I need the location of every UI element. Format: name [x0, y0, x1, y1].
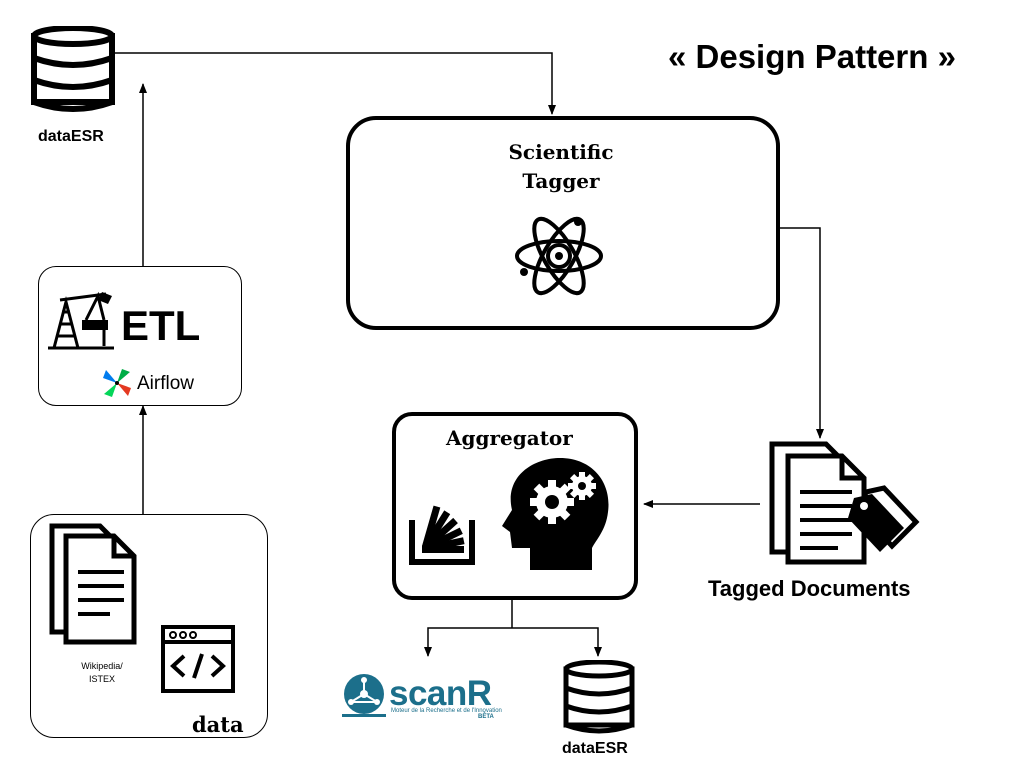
edge-aggregator-to-scanr: [424, 627, 512, 657]
edge-aggregator-to-dataesr: [512, 627, 602, 657]
database-icon: [563, 660, 635, 734]
wikipedia-label: Wikipedia/: [81, 661, 123, 671]
code-window-icon: [161, 625, 235, 693]
documents-icon: [49, 523, 137, 645]
edge-tagger-to-tagged-documents: [776, 227, 824, 439]
scanr-beta-badge: BÊTA: [478, 714, 494, 720]
wikipedia-istex-label: Wikipedia/ ISTEX: [62, 660, 142, 686]
airflow-logo-icon: [103, 369, 131, 397]
oil-pump-icon: [48, 291, 114, 350]
edge-dataesr-to-tagger: [113, 52, 556, 115]
brain-gears-head-icon: [502, 458, 609, 570]
scientific-tagger-label: Scientific Tagger: [346, 138, 776, 196]
etl-label: ETL: [121, 302, 201, 349]
scientific-tagger-node: [346, 116, 780, 330]
atom-icon: [515, 216, 603, 296]
page-title: « Design Pattern »: [668, 38, 956, 75]
dataesr-top-label: dataESR: [38, 128, 104, 145]
scientific-tagger-label-line1: Scientific: [508, 140, 614, 164]
tagged-documents-icon: [769, 441, 920, 565]
tagged-documents-label: Tagged Documents: [708, 576, 911, 601]
dataesr-bottom-label: dataESR: [562, 740, 628, 757]
data-source-label: data: [192, 712, 244, 737]
database-icon: [31, 26, 115, 112]
scanr-brand-label: scanR: [389, 674, 492, 713]
airflow-label: Airflow: [137, 373, 195, 394]
scientific-tagger-label-line2: Tagger: [522, 169, 600, 193]
istex-label: ISTEX: [88, 674, 115, 684]
aggregator-label: Aggregator: [446, 426, 573, 450]
stack-overflow-icon: [409, 505, 475, 565]
scanr-logo-icon: [342, 674, 386, 717]
scanr-tagline: Moteur de la Recherche et de l'Innovatio…: [391, 708, 502, 714]
